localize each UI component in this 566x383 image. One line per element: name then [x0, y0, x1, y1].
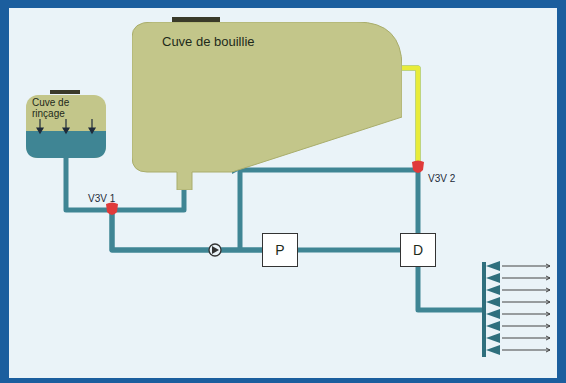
- pump-inlet-symbol: [212, 246, 219, 254]
- spray-arrow: [502, 348, 550, 352]
- spray-arrow: [502, 288, 550, 292]
- pipe-connector: [298, 248, 400, 253]
- spray-arrow: [502, 276, 550, 280]
- nozzle: [486, 261, 500, 271]
- nozzle: [486, 321, 500, 331]
- pump-inlet-symbol: [209, 244, 221, 256]
- spray-arrow: [502, 264, 550, 268]
- valve-label: V3V 2: [428, 173, 455, 184]
- tank-label: Cuve de rinçage: [32, 97, 96, 119]
- spray-arrow: [502, 300, 550, 304]
- boom-bar: [482, 262, 486, 357]
- process-box: P: [262, 233, 298, 267]
- three-way-valve: [412, 161, 424, 174]
- tank: Cuve de bouillie: [132, 22, 402, 190]
- nozzle-group: [486, 261, 550, 355]
- nozzle: [486, 309, 500, 319]
- tank-lid: [50, 90, 80, 94]
- nozzle: [486, 273, 500, 283]
- box-label: P: [275, 242, 284, 258]
- spray-arrow: [502, 336, 550, 340]
- tank-label: Cuve de bouillie: [162, 34, 255, 49]
- nozzle: [486, 333, 500, 343]
- tank-lid: [172, 17, 220, 22]
- nozzle: [486, 285, 500, 295]
- boom-pipe: [418, 267, 482, 310]
- valve-label: V3V 1: [88, 193, 115, 204]
- spray-arrow: [502, 312, 550, 316]
- box-label: D: [413, 242, 423, 258]
- nozzle: [486, 345, 500, 355]
- three-way-valve: [106, 203, 118, 216]
- spray-arrow: [502, 324, 550, 328]
- nozzle: [486, 297, 500, 307]
- process-box: D: [400, 233, 436, 267]
- tank: Cuve de rinçage: [26, 95, 106, 158]
